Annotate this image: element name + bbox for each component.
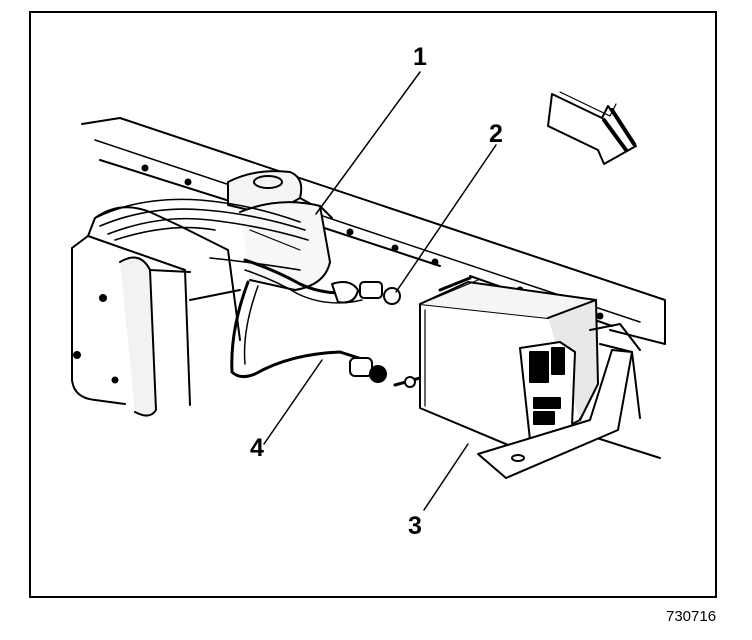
- tube-connectors: [331, 281, 422, 388]
- callout-2: 2: [489, 120, 503, 148]
- callout-4: 4: [250, 434, 264, 462]
- direction-arrow-icon: [547, 91, 637, 165]
- callout-1: 1: [413, 43, 427, 71]
- figure-number: 730716: [666, 608, 717, 625]
- evap-canister: [419, 276, 599, 451]
- cross-member: [71, 206, 241, 417]
- hose-bundle: [94, 198, 309, 271]
- diagram-frame: [29, 11, 717, 598]
- leader-lines: [263, 71, 497, 511]
- canister-bracket: [477, 323, 641, 479]
- callout-3: 3: [408, 512, 422, 540]
